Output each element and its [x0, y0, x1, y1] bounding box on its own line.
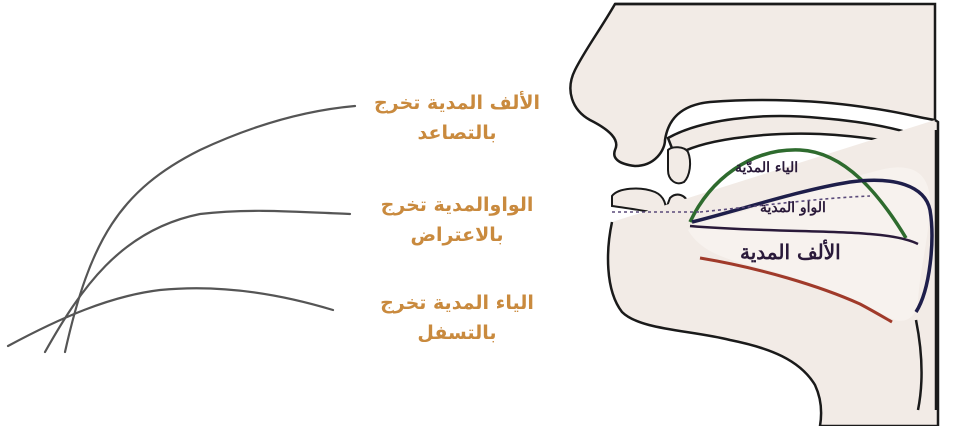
caption-alef-line1: الألف المدية تخرج	[372, 88, 542, 118]
trajectory-curves	[8, 106, 355, 352]
caption-yaa: الياء المدية تخرج بالتسفل	[372, 288, 542, 348]
caption-yaa-line1: الياء المدية تخرج	[372, 288, 542, 318]
caption-alef-line2: بالتصاعد	[372, 118, 542, 148]
waw-intersecting-curve	[45, 211, 350, 352]
caption-waw-line1: الواوالمدية تخرج	[372, 190, 542, 220]
label-yaa: الياء المدّية	[735, 160, 798, 176]
alef-rising-curve	[65, 106, 355, 352]
caption-alef: الألف المدية تخرج بالتصاعد	[372, 88, 542, 148]
caption-waw: الواوالمدية تخرج بالاعتراض	[372, 190, 542, 250]
upper-teeth	[668, 147, 690, 183]
yaa-descending-curve	[8, 288, 333, 346]
mouth-cross-section	[570, 4, 938, 426]
caption-yaa-line2: بالتسفل	[372, 318, 542, 348]
caption-waw-line2: بالاعتراض	[372, 220, 542, 250]
label-alef: الألف المدية	[740, 240, 841, 264]
label-waw: الواو المدية	[760, 200, 826, 216]
